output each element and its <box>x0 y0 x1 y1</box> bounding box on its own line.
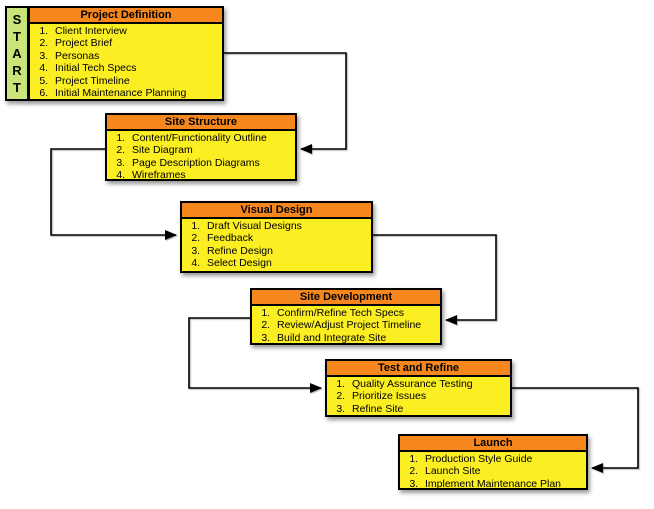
process-step: Project Timeline <box>51 75 220 87</box>
process-step: Prioritize Issues <box>348 390 508 402</box>
start-letter: T <box>13 80 21 95</box>
start-letter: A <box>12 46 22 61</box>
process-step: Select Design <box>203 257 369 269</box>
process-box-site-development: Site Development Confirm/Refine Tech Spe… <box>250 288 442 345</box>
connector-test-to-launch <box>512 387 639 473</box>
connector-development-to-test <box>188 317 322 393</box>
box-steps: Draft Visual DesignsFeedbackRefine Desig… <box>182 219 371 271</box>
box-title: Visual Design <box>182 203 371 219</box>
box-steps: Quality Assurance TestingPrioritize Issu… <box>327 377 510 415</box>
start-letter: S <box>12 12 22 27</box>
connector-visual-to-development <box>373 234 497 325</box>
process-step: Initial Tech Specs <box>51 62 220 74</box>
process-step: Initial Maintenance Planning <box>51 87 220 99</box>
box-title: Launch <box>400 436 586 452</box>
box-steps: Confirm/Refine Tech SpecsReview/Adjust P… <box>252 306 440 344</box>
start-letter: T <box>13 29 21 44</box>
process-step: Project Brief <box>51 37 220 49</box>
process-step: Implement Maintenance Plan <box>421 478 584 490</box>
process-step: Build and Integrate Site <box>273 332 438 344</box>
start-letter: R <box>12 63 22 78</box>
process-step: Confirm/Refine Tech Specs <box>273 307 438 319</box>
process-step: Launch Site <box>421 465 584 477</box>
process-step: Refine Design <box>203 245 369 257</box>
box-title: Site Structure <box>107 115 295 131</box>
process-step: Production Style Guide <box>421 453 584 465</box>
process-box-site-structure: Site Structure Content/Functionality Out… <box>105 113 297 181</box>
process-step: Page Description Diagrams <box>128 157 293 169</box>
process-box-test-and-refine: Test and Refine Quality Assurance Testin… <box>325 359 512 417</box>
connector-definition-to-structure <box>224 52 347 154</box>
process-step: Client Interview <box>51 25 220 37</box>
process-step: Refine Site <box>348 403 508 415</box>
process-step: Wireframes <box>128 169 293 181</box>
box-steps: Client InterviewProject BriefPersonasIni… <box>30 24 222 99</box>
process-box-project-definition: Project Definition Client InterviewProje… <box>28 6 224 101</box>
process-step: Draft Visual Designs <box>203 220 369 232</box>
box-title: Project Definition <box>30 8 222 24</box>
process-step: Site Diagram <box>128 144 293 156</box>
box-steps: Production Style GuideLaunch SiteImpleme… <box>400 452 586 490</box>
process-box-visual-design: Visual Design Draft Visual DesignsFeedba… <box>180 201 373 273</box>
box-steps: Content/Functionality OutlineSite Diagra… <box>107 131 295 182</box>
box-title: Test and Refine <box>327 361 510 377</box>
process-step: Feedback <box>203 232 369 244</box>
process-step: Content/Functionality Outline <box>128 132 293 144</box>
process-box-launch: Launch Production Style GuideLaunch Site… <box>398 434 588 490</box>
box-title: Site Development <box>252 290 440 306</box>
connector-structure-to-visual <box>50 148 177 240</box>
process-step: Personas <box>51 50 220 62</box>
process-step: Review/Adjust Project Timeline <box>273 319 438 331</box>
process-step: Quality Assurance Testing <box>348 378 508 390</box>
